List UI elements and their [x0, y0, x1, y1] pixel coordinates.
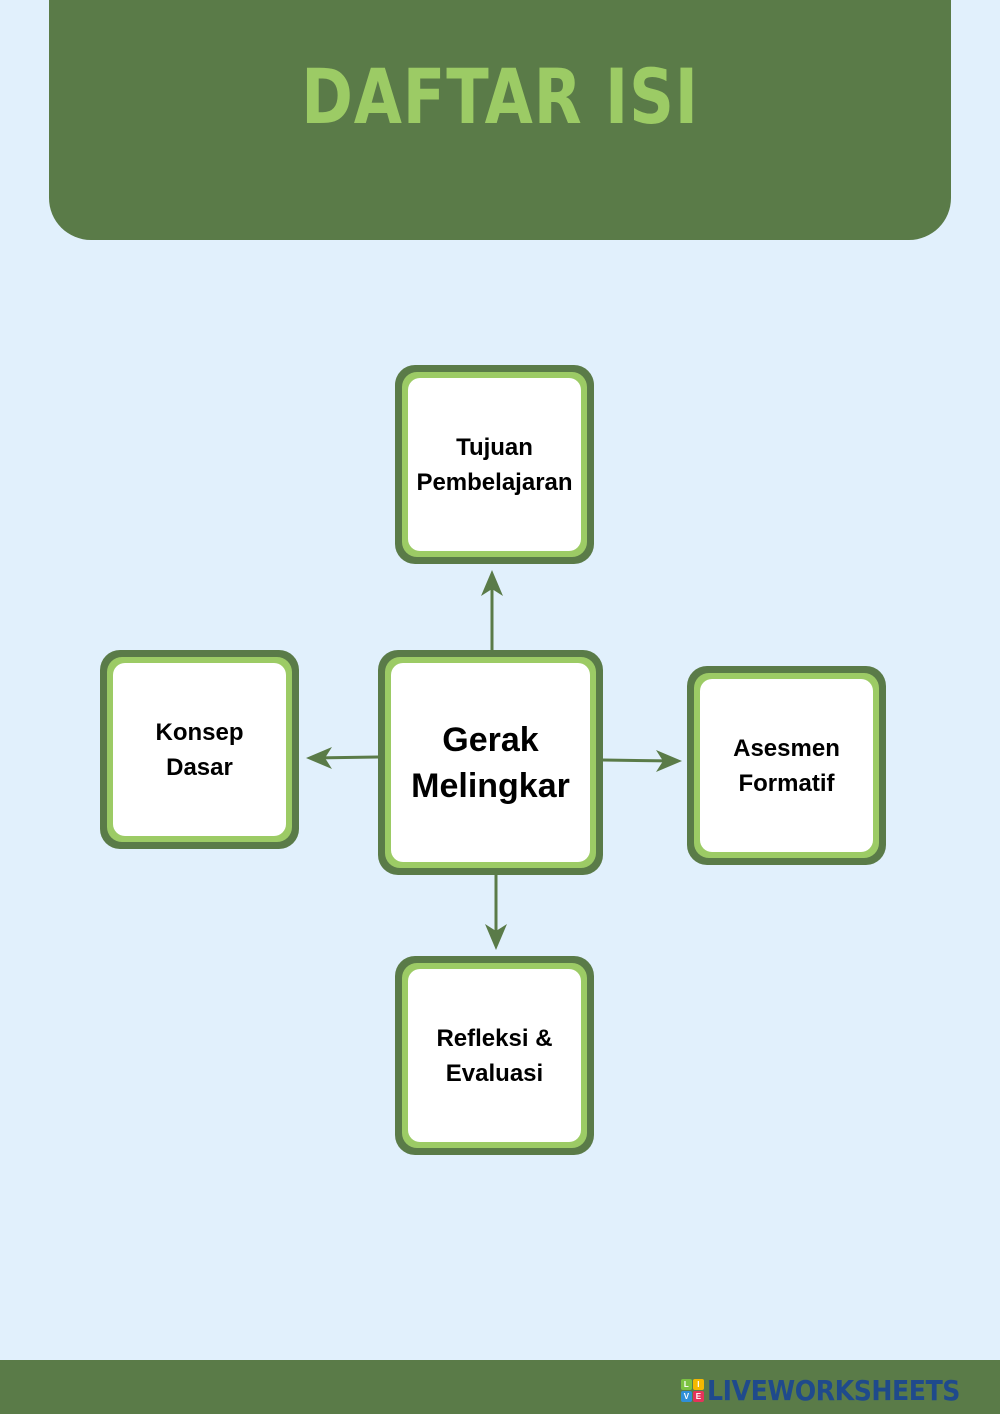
footer-bar: L I V E LIVEWORKSHEETS [0, 1360, 1000, 1414]
node-gerak-melingkar[interactable]: Gerak Melingkar [378, 650, 603, 875]
arrow-to-bottom [485, 875, 507, 950]
node-tujuan-pembelajaran[interactable]: Tujuan Pembelajaran [395, 365, 594, 564]
arrow-to-left [306, 747, 379, 769]
brand-text: LIVEWORKSHEETS [706, 1374, 960, 1407]
liveworksheets-brand[interactable]: L I V E LIVEWORKSHEETS [680, 1374, 988, 1407]
liveworksheets-logo-icon: L I V E [680, 1379, 704, 1402]
node-label: Gerak Melingkar [411, 720, 570, 805]
node-refleksi-evaluasi[interactable]: Refleksi & Evaluasi [395, 956, 594, 1155]
node-label: Konsep Dasar [155, 718, 244, 781]
page-title: DAFTAR ISI [301, 52, 699, 141]
arrow-to-right [602, 750, 682, 772]
header-banner: DAFTAR ISI [49, 0, 951, 240]
node-asesmen-formatif[interactable]: Asesmen Formatif [687, 666, 886, 865]
node-konsep-dasar[interactable]: Konsep Dasar [100, 650, 299, 849]
arrow-to-top [481, 570, 503, 650]
node-label: Refleksi & Evaluasi [436, 1024, 553, 1087]
node-label: Asesmen Formatif [733, 734, 840, 797]
node-label: Tujuan Pembelajaran [416, 433, 573, 496]
